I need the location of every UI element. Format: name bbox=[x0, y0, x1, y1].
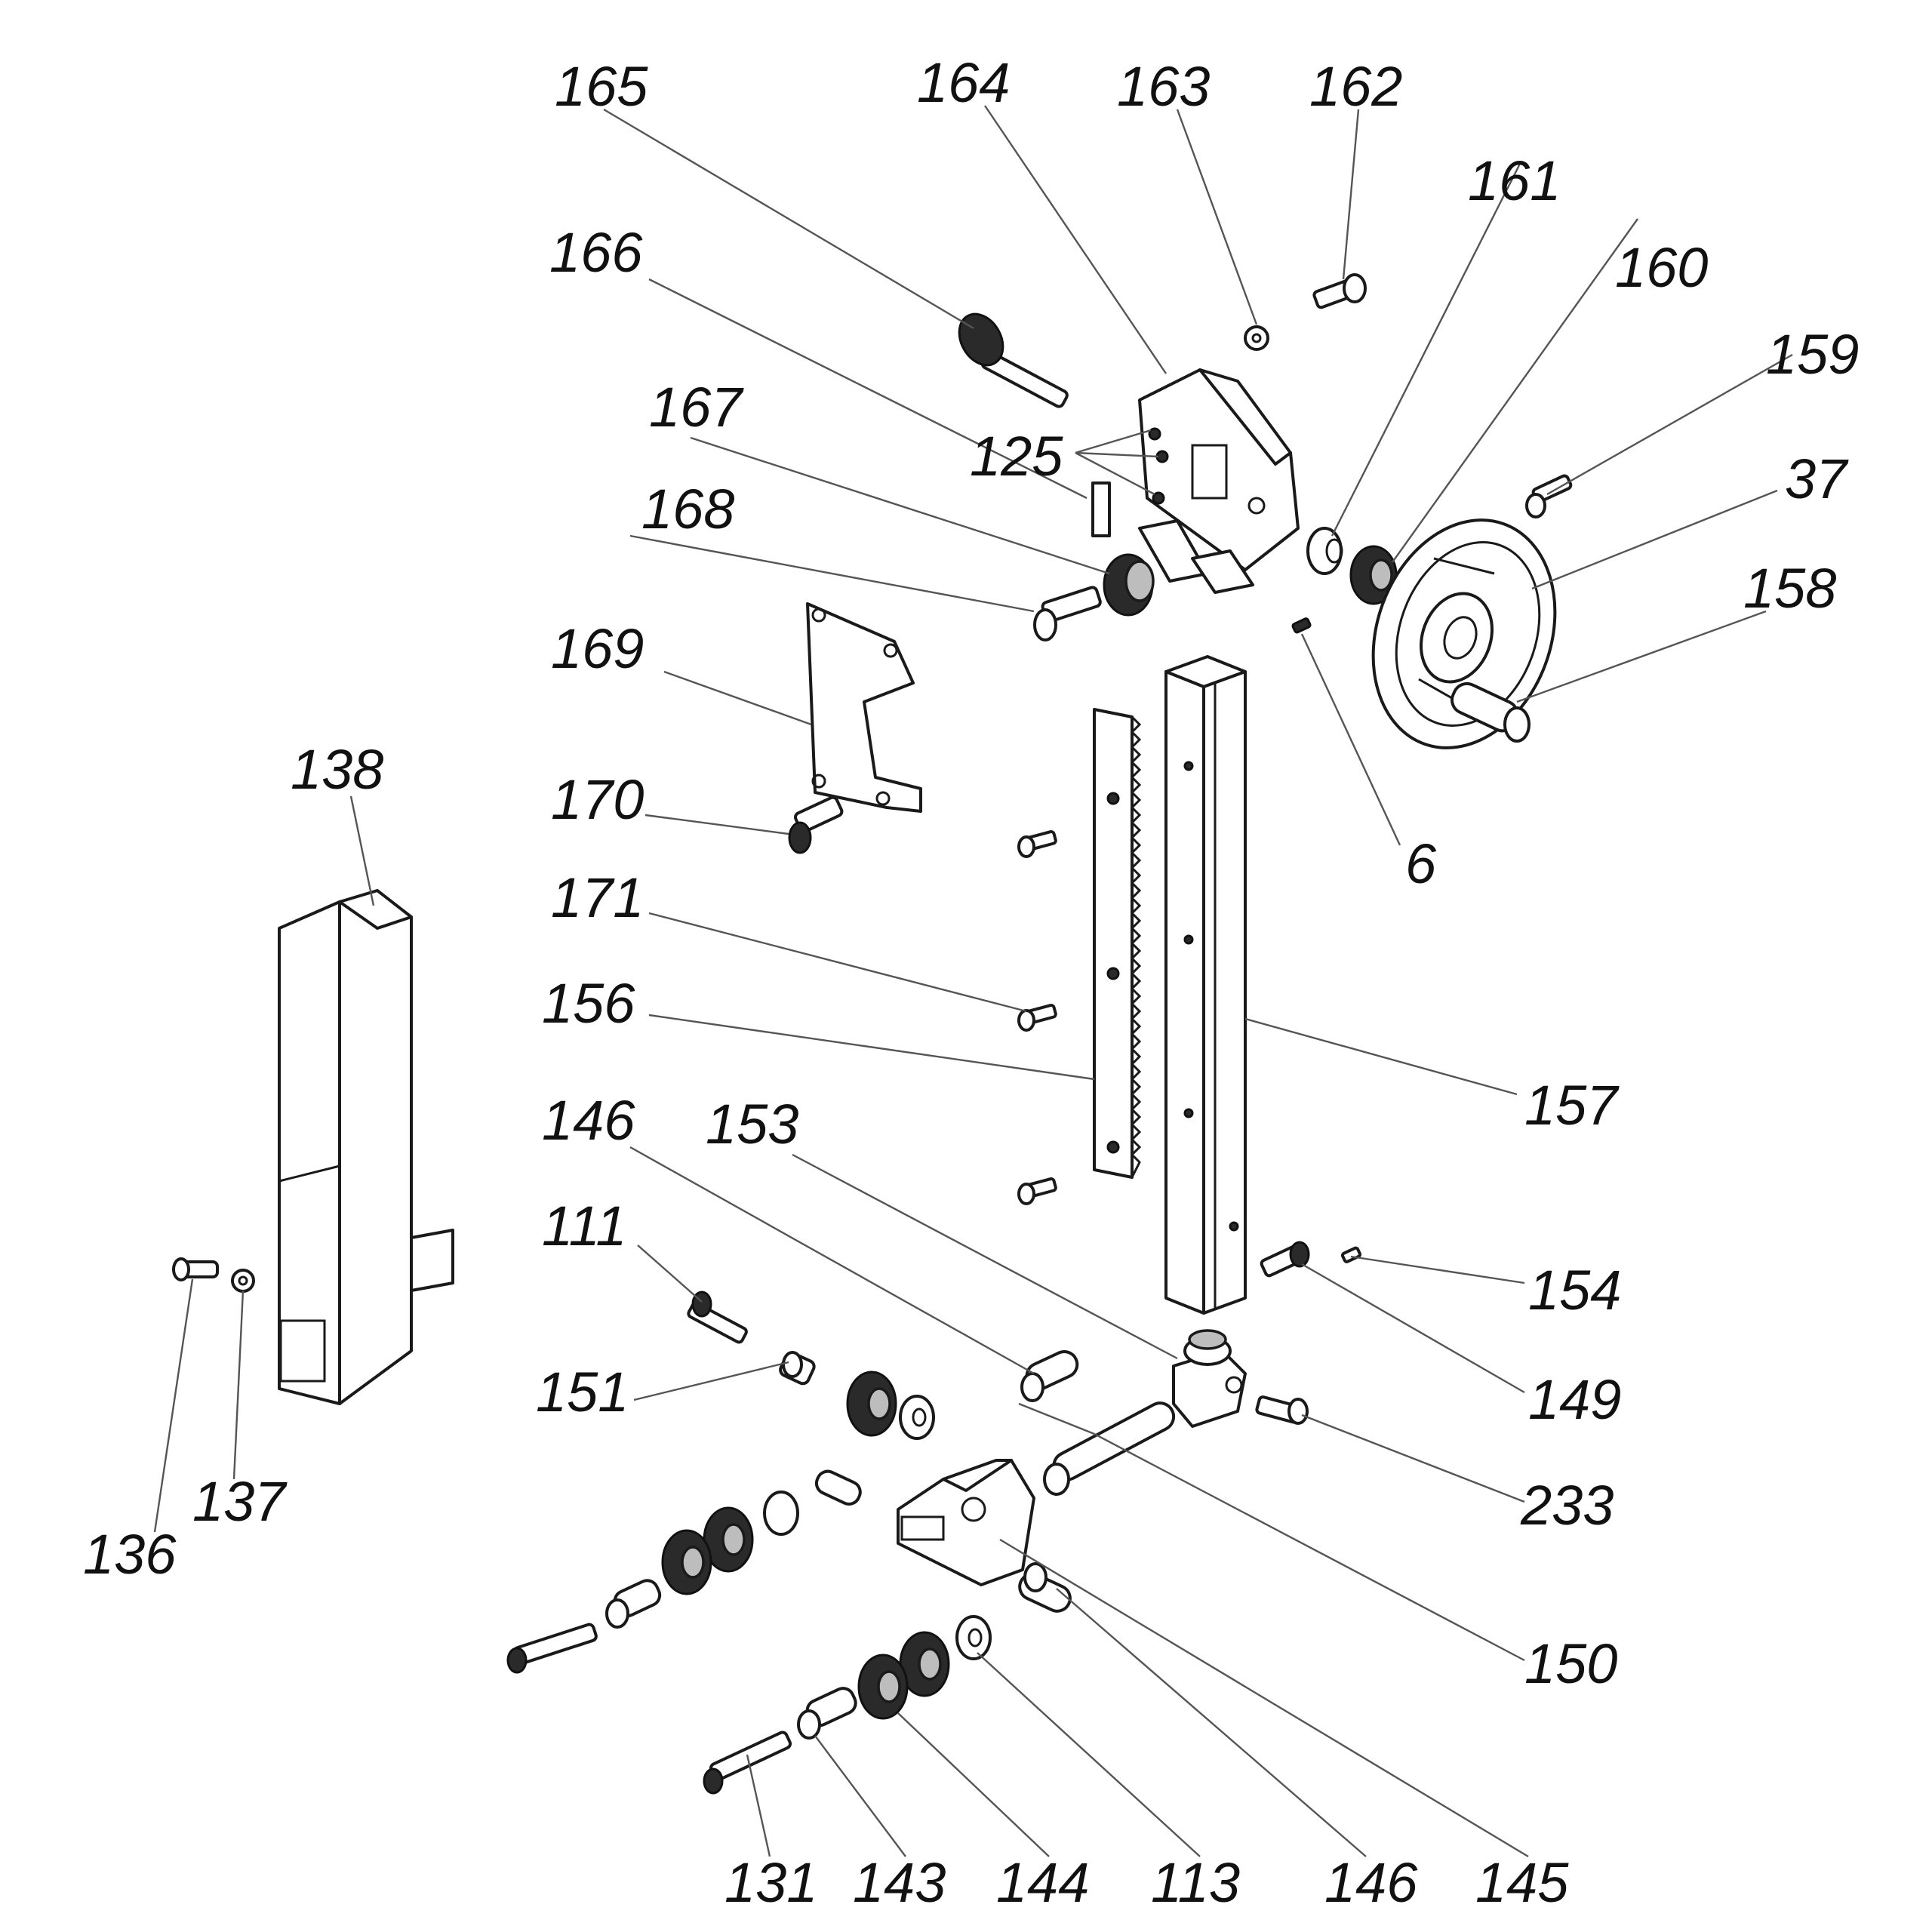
part-131-screw bbox=[703, 1730, 792, 1795]
part-138-housing bbox=[278, 889, 454, 1405]
part-149-screw bbox=[1260, 1241, 1310, 1278]
callout-170: 170 bbox=[551, 768, 644, 831]
part-143-spacer bbox=[797, 1687, 857, 1740]
leader-lines bbox=[153, 105, 1793, 1858]
part-roller-left-assembly bbox=[506, 1469, 862, 1674]
part-156-rack bbox=[1093, 708, 1142, 1179]
callout-157: 157 bbox=[1524, 1074, 1620, 1137]
part-37-handwheel bbox=[1371, 518, 1557, 749]
callout-131: 131 bbox=[724, 1851, 817, 1914]
callout-146-upper: 146 bbox=[542, 1089, 635, 1152]
part-163-washer bbox=[1244, 325, 1269, 351]
callout-143: 143 bbox=[853, 1851, 946, 1914]
callout-154: 154 bbox=[1528, 1259, 1621, 1321]
part-168-screw bbox=[1033, 586, 1102, 641]
callout-166: 166 bbox=[549, 221, 643, 284]
callout-162: 162 bbox=[1309, 55, 1402, 118]
part-164-gearbox-housing bbox=[1138, 368, 1300, 594]
callout-136: 136 bbox=[83, 1523, 177, 1586]
part-233-screw bbox=[1255, 1395, 1309, 1425]
callout-233: 233 bbox=[1520, 1474, 1614, 1537]
part-145-carriage bbox=[897, 1459, 1035, 1586]
part-169-cover-plate bbox=[806, 602, 922, 813]
part-roller-upper bbox=[846, 1371, 935, 1440]
callout-111: 111 bbox=[542, 1195, 626, 1257]
callout-6: 6 bbox=[1405, 832, 1437, 895]
callout-149: 149 bbox=[1528, 1368, 1621, 1431]
part-146-pin-lower bbox=[1018, 1562, 1072, 1613]
part-137-washer bbox=[231, 1269, 255, 1293]
callout-113: 113 bbox=[1151, 1851, 1240, 1914]
callout-167: 167 bbox=[649, 376, 744, 438]
callout-160: 160 bbox=[1615, 236, 1708, 299]
callout-138: 138 bbox=[291, 738, 383, 801]
callout-156: 156 bbox=[542, 972, 635, 1035]
callout-159: 159 bbox=[1766, 323, 1859, 386]
part-150-shaft bbox=[1043, 1401, 1176, 1496]
part-157-column bbox=[1164, 655, 1247, 1315]
part-125-keys bbox=[1091, 427, 1169, 537]
callout-labels: 165 164 163 162 161 160 159 37 158 166 1… bbox=[83, 51, 1859, 1914]
part-111-screw bbox=[687, 1291, 748, 1344]
part-165-worm-shaft bbox=[958, 312, 1069, 408]
part-146-pin-upper bbox=[1020, 1350, 1079, 1402]
callout-165: 165 bbox=[555, 55, 648, 118]
callout-125: 125 bbox=[970, 425, 1063, 488]
part-136-bolt bbox=[172, 1257, 219, 1281]
part-162-screw bbox=[1312, 273, 1367, 309]
part-159-screw bbox=[1525, 474, 1573, 518]
part-158-handle bbox=[1451, 681, 1531, 743]
callout-169: 169 bbox=[551, 617, 644, 680]
callout-171: 171 bbox=[551, 866, 644, 929]
part-171-screws bbox=[1017, 830, 1057, 1205]
callout-153: 153 bbox=[706, 1093, 798, 1155]
part-151-bushing bbox=[779, 1351, 816, 1386]
callout-163: 163 bbox=[1117, 55, 1210, 118]
callout-168: 168 bbox=[641, 478, 734, 540]
part-6-set-screw bbox=[1291, 617, 1312, 634]
callout-161: 161 bbox=[1468, 149, 1561, 212]
part-144-bearings bbox=[857, 1631, 950, 1720]
callout-144: 144 bbox=[996, 1851, 1089, 1914]
callout-37: 37 bbox=[1785, 448, 1849, 510]
callout-146-lower: 146 bbox=[1324, 1851, 1418, 1914]
callout-137: 137 bbox=[192, 1470, 288, 1533]
callout-150: 150 bbox=[1524, 1632, 1617, 1695]
callout-145: 145 bbox=[1475, 1851, 1569, 1914]
callout-164: 164 bbox=[917, 51, 1010, 114]
part-113-washer bbox=[955, 1615, 992, 1660]
part-167-gear bbox=[1103, 553, 1155, 617]
callout-151: 151 bbox=[536, 1361, 629, 1423]
part-154-screw bbox=[1340, 1246, 1362, 1263]
part-170-screw bbox=[788, 795, 844, 854]
part-153-bracket bbox=[1172, 1329, 1247, 1428]
part-161-bushing bbox=[1306, 527, 1343, 575]
callout-158: 158 bbox=[1743, 557, 1836, 620]
